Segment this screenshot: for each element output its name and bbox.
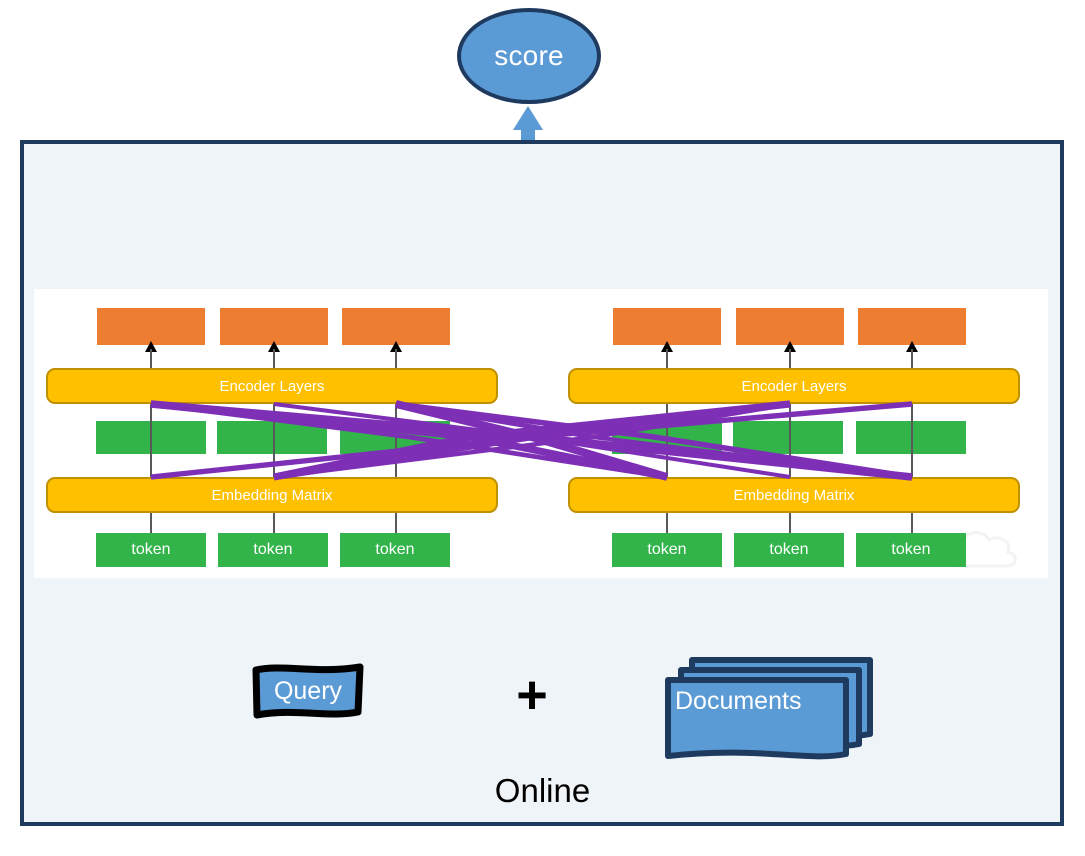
connector-line <box>150 513 152 534</box>
connector-line <box>395 513 397 534</box>
token-box: token <box>96 533 206 567</box>
connector-line <box>273 513 275 534</box>
stage-label-wrap: Online <box>0 772 1085 810</box>
score-node: score <box>457 8 601 104</box>
connector-line <box>911 513 913 534</box>
connector-line <box>273 404 275 478</box>
token-label: token <box>131 541 170 559</box>
token-label: token <box>375 541 414 559</box>
embedding-matrix-bar: Embedding Matrix <box>568 477 1020 513</box>
connector-line <box>395 349 397 369</box>
connector-line <box>666 349 668 369</box>
documents-label-wrap: Documents <box>675 686 825 716</box>
encoder-layers-label: Encoder Layers <box>741 378 846 395</box>
token-box: token <box>856 533 966 567</box>
query-label: Query <box>274 677 342 706</box>
output-vector-box <box>342 308 450 345</box>
embedding-matrix-label: Embedding Matrix <box>734 487 855 504</box>
output-vector-box <box>613 308 721 345</box>
output-vector-box <box>220 308 328 345</box>
output-vector-box <box>97 308 205 345</box>
cross-encoder-panel: Encoder Layers Embedding Matrix token to… <box>34 289 1048 578</box>
plus-label: + <box>516 665 548 725</box>
token-label: token <box>647 541 686 559</box>
token-box: token <box>734 533 844 567</box>
documents-label: Documents <box>675 687 801 715</box>
embedding-matrix-label: Embedding Matrix <box>212 487 333 504</box>
encoder-layers-label: Encoder Layers <box>219 378 324 395</box>
connector-line <box>273 349 275 369</box>
connector-line <box>789 349 791 369</box>
connector-line <box>666 404 668 478</box>
token-box: token <box>612 533 722 567</box>
encoder-left: Encoder Layers Embedding Matrix token to… <box>34 289 541 578</box>
output-vector-box <box>736 308 844 345</box>
token-box: token <box>218 533 328 567</box>
connector-line <box>789 404 791 478</box>
embedding-matrix-bar: Embedding Matrix <box>46 477 498 513</box>
query-label-wrap: Query <box>252 662 364 720</box>
connector-line <box>911 404 913 478</box>
stage-label: Online <box>495 772 590 809</box>
connector-line <box>911 349 913 369</box>
token-box: token <box>340 533 450 567</box>
hidden-vector-bar <box>217 421 327 454</box>
output-vector-box <box>858 308 966 345</box>
connector-line <box>666 513 668 534</box>
connector-line <box>395 404 397 478</box>
connector-line <box>150 404 152 478</box>
encoder-layers-bar: Encoder Layers <box>568 368 1020 404</box>
score-label: score <box>494 40 563 72</box>
connector-line <box>789 513 791 534</box>
hidden-vector-bar <box>733 421 843 454</box>
encoder-right: Encoder Layers Embedding Matrix token to… <box>550 289 1048 578</box>
plus-icon: + <box>505 668 559 722</box>
token-label: token <box>891 541 930 559</box>
token-label: token <box>253 541 292 559</box>
encoder-layers-bar: Encoder Layers <box>46 368 498 404</box>
token-label: token <box>769 541 808 559</box>
connector-line <box>150 349 152 369</box>
